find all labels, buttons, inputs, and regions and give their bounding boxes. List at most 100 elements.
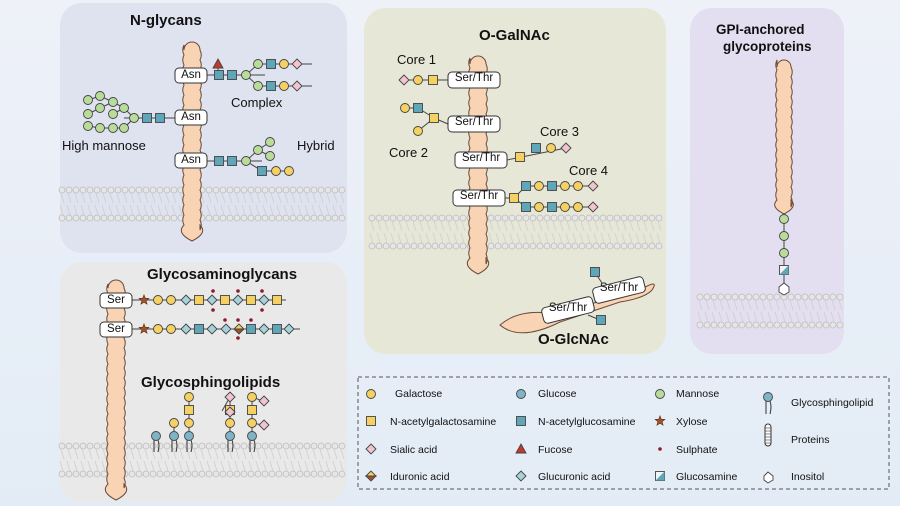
lipid-head: [100, 442, 108, 450]
lipid-head: [128, 214, 136, 222]
lipid-tail: [397, 232, 402, 244]
lipid-tail: [136, 460, 141, 472]
lipid-tail: [339, 204, 344, 216]
lipid-tail: [102, 192, 107, 204]
glucuronic-acid: [258, 294, 270, 306]
gpi-protein: [774, 59, 794, 215]
lipid-tail: [425, 232, 430, 244]
lipid-tail: [298, 448, 303, 460]
lipid-tail: [796, 299, 801, 311]
lipid-tail: [262, 204, 267, 216]
lipid-head: [815, 293, 823, 301]
lipid-head: [445, 242, 453, 250]
legend-iduronic-symbol: [364, 475, 378, 482]
glcnac: [227, 70, 237, 80]
lipid-tail: [339, 460, 344, 472]
lipid-tail: [788, 311, 793, 323]
mannose: [779, 214, 789, 224]
lipid-head: [641, 242, 649, 250]
lipid-head: [191, 470, 199, 478]
lipid-tail: [305, 192, 310, 204]
lipid-tail: [809, 311, 814, 323]
lipid-tail: [284, 448, 289, 460]
lipid-tail: [333, 448, 338, 460]
lipid-head: [142, 442, 150, 450]
core2-label: Core 2: [389, 145, 429, 160]
lipid-tail: [649, 232, 654, 244]
galactose: [279, 59, 289, 69]
glucuronic-acid: [180, 323, 192, 335]
lipid-head: [529, 214, 537, 222]
lipid-tail: [636, 220, 641, 232]
lipid-head: [620, 242, 628, 250]
lipid-head: [599, 214, 607, 222]
lipid-head: [254, 186, 262, 194]
lipid-tail: [185, 460, 190, 472]
mannose: [241, 70, 251, 80]
lipid-head: [65, 470, 73, 478]
lipid-head: [303, 214, 311, 222]
lipid-head: [275, 442, 283, 450]
lipid-tail: [650, 220, 655, 232]
lipid-tail: [656, 232, 661, 244]
lipid-head: [459, 214, 467, 222]
lipid-head: [240, 214, 248, 222]
mannose: [119, 103, 129, 113]
lipid-tail: [158, 192, 163, 204]
lipid-tail: [768, 299, 773, 311]
glucuronic-acid: [232, 294, 244, 306]
lipid-tail: [151, 448, 156, 460]
asn-box-2: Asn: [181, 111, 201, 123]
legend-glcnac: N-acetylglucosamine: [538, 416, 636, 428]
lipid-tail: [248, 460, 253, 472]
lipid-tail: [782, 299, 787, 311]
legend-proteins: Proteins: [791, 434, 830, 446]
lipid-tail: [369, 232, 374, 244]
lipid-head: [655, 214, 663, 222]
lipid-tail: [59, 204, 64, 216]
lipid-tail: [319, 448, 324, 460]
lipid-tail: [319, 192, 324, 204]
lipid-tail: [572, 232, 577, 244]
legend-glcnac-symbol: [516, 416, 526, 426]
lipid-tail: [207, 192, 212, 204]
lipid-tail: [544, 232, 549, 244]
lipid-tail: [171, 439, 178, 453]
gpi-title-line2: glycoproteins: [723, 39, 812, 54]
galactose: [573, 181, 583, 191]
lipid-tail: [747, 299, 752, 311]
inositol: [778, 282, 790, 296]
lipid-head: [717, 293, 725, 301]
lipid-head: [487, 214, 495, 222]
lipid-tail: [290, 204, 295, 216]
asn-residue: [174, 109, 208, 126]
lipid-tail: [227, 204, 232, 216]
lipid-head: [317, 442, 325, 450]
lipid-head: [310, 442, 318, 450]
lipid-tail: [447, 220, 452, 232]
lipid-tail: [249, 439, 256, 453]
lipid-head: [261, 470, 269, 478]
lipid-head: [93, 442, 101, 450]
lipid-head: [368, 242, 376, 250]
lipid-head: [501, 242, 509, 250]
lipid-tail: [524, 220, 529, 232]
lipid-head: [72, 470, 80, 478]
lipid-head: [759, 321, 767, 329]
lipid-head: [585, 214, 593, 222]
legend-xylose-symbol: [654, 414, 666, 426]
lipid-head: [261, 186, 269, 194]
lipid-head: [745, 293, 753, 301]
lipid-tail: [621, 232, 626, 244]
mannose: [241, 156, 251, 166]
lipid-head: [149, 186, 157, 194]
lipid-head: [93, 214, 101, 222]
lipid-tail: [566, 220, 571, 232]
lipid-tail: [283, 460, 288, 472]
lipid-tail: [158, 448, 163, 460]
lipid-head: [641, 214, 649, 222]
lipid-head: [233, 470, 241, 478]
lipid-head: [149, 214, 157, 222]
